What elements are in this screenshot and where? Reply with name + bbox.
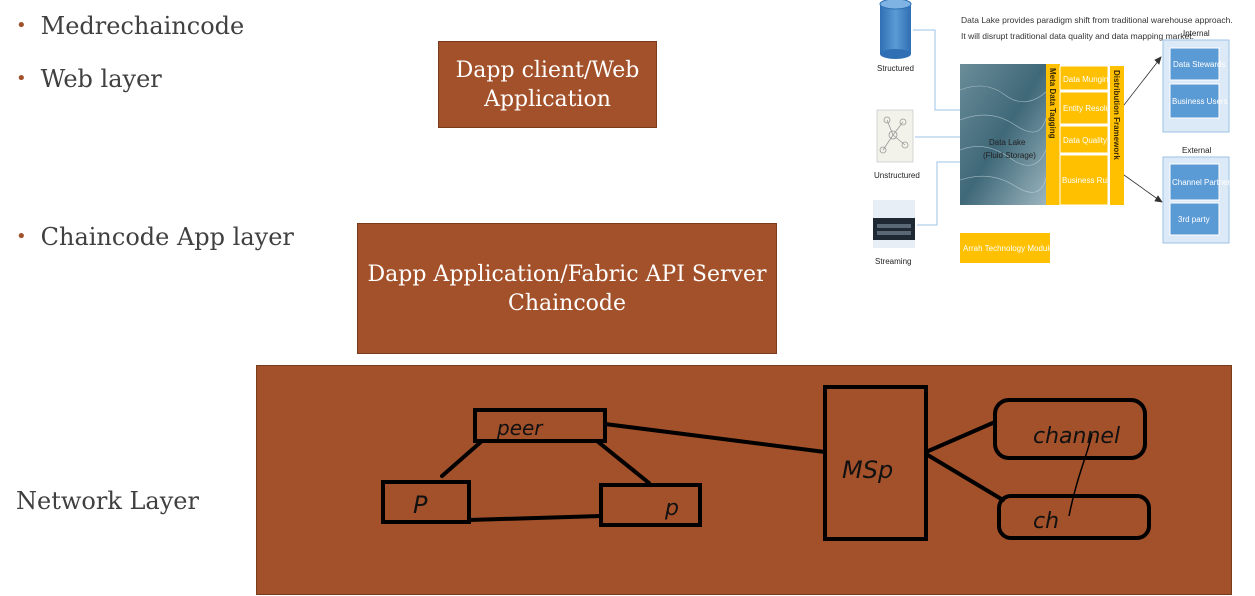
- bullet-dot: •: [16, 68, 27, 89]
- network-layer-label: Network Layer: [16, 487, 199, 515]
- edge-peer-pright: [595, 439, 651, 485]
- external-item-3rd-party: [1169, 202, 1220, 236]
- streaming-server-icon: [873, 200, 915, 248]
- p-left-label: P: [413, 491, 428, 519]
- datalake-header-line2: It will disrupt traditional data quality…: [961, 31, 1194, 41]
- distribution-framework-bar: [1110, 66, 1124, 205]
- module-label: Entity Resolution: [1063, 104, 1123, 113]
- data-lake-image: [960, 64, 1046, 205]
- external-item-label: Channel Partner: [1172, 178, 1231, 187]
- bullet-chaincode-layer: • Chaincode App layer: [16, 223, 294, 254]
- internal-item-label: Business Users: [1172, 97, 1228, 106]
- source-structured-label: Structured: [877, 64, 914, 73]
- bullet-text: Web layer: [40, 65, 162, 93]
- internal-item-data-stewards: [1169, 47, 1220, 81]
- module-label: Data Quality: [1063, 136, 1107, 145]
- chaincode-box-line1: Dapp Application/Fabric API Server: [367, 261, 767, 287]
- edge-pleft-pright: [467, 514, 603, 522]
- database-icon: [879, 0, 912, 59]
- channel-label: channel: [1033, 424, 1120, 449]
- module-data-quality: [1059, 125, 1109, 154]
- chaincode-box-line2: Chaincode: [508, 290, 626, 316]
- msp-node: [823, 385, 928, 541]
- arrah-modules-label: Arrah Technology Modules: [963, 244, 1058, 253]
- module-label: Business Rule Mapping & Validation: [1062, 176, 1190, 185]
- channel-node: [993, 398, 1147, 460]
- external-item-channel-partner: [1169, 163, 1220, 201]
- network-layer-panel: peer P p MSp channel ch: [256, 365, 1232, 595]
- source-unstructured-label: Unstructured: [874, 171, 920, 180]
- internal-item-business-users: [1169, 83, 1220, 119]
- external-title: External: [1182, 146, 1212, 155]
- meta-data-tagging-label: Meta Data Tagging: [1048, 68, 1057, 139]
- ch-label: ch: [1033, 509, 1059, 534]
- edge-peer-pleft: [440, 439, 484, 478]
- web-box-line1: Dapp client/Web: [455, 57, 640, 83]
- data-lake-sublabel: (Fluid Storage): [983, 151, 1036, 160]
- p-left-node: [381, 480, 471, 524]
- meta-data-tagging-bar: [1046, 64, 1060, 205]
- web-box-line2: Application: [484, 86, 611, 112]
- edge-msp-ch: [924, 452, 1005, 502]
- data-lake-label: Data Lake: [989, 138, 1026, 147]
- channel-ch-link: [1068, 433, 1093, 517]
- edge-msp-channel: [924, 420, 997, 454]
- module-entity-resolution: [1059, 91, 1109, 125]
- unstructured-data-icon: [876, 109, 914, 163]
- source-streaming-label: Streaming: [875, 257, 911, 266]
- chaincode-server-box: Dapp Application/Fabric API Server Chain…: [357, 223, 777, 354]
- bullet-text: Chaincode App layer: [40, 223, 294, 251]
- edge-peer-msp: [603, 422, 827, 454]
- bullet-dot: •: [16, 15, 27, 36]
- internal-item-label: Data Stewards: [1173, 60, 1225, 69]
- bullet-dot: •: [16, 226, 27, 247]
- module-business-rule: [1059, 154, 1109, 206]
- bullet-text: Medrechaincode: [40, 12, 245, 40]
- distribution-framework-label: Distribution Framework: [1112, 70, 1121, 160]
- network-sketch: peer P p MSp channel ch: [381, 385, 1151, 541]
- data-lake-diagram: Data Lake provides paradigm shift from t…: [873, 0, 1233, 266]
- datalake-header-line1: Data Lake provides paradigm shift from t…: [961, 15, 1233, 25]
- web-application-box: Dapp client/Web Application: [438, 41, 657, 128]
- p-right-node: [599, 483, 702, 527]
- data-lake-figure: Data Lake provides paradigm shift from t…: [865, 0, 1237, 270]
- msp-label: MSp: [842, 456, 893, 484]
- bullet-medrechaincode: • Medrechaincode: [16, 12, 244, 43]
- arrah-modules-legend: [960, 233, 1050, 263]
- module-data-munging: [1059, 65, 1109, 91]
- bullet-web-layer: • Web layer: [16, 65, 162, 96]
- external-item-label: 3rd party: [1178, 215, 1210, 224]
- p-right-label: p: [664, 496, 679, 521]
- internal-title: Internal: [1183, 29, 1210, 38]
- module-label: Data Munging: [1063, 75, 1113, 84]
- peer-label: peer: [496, 416, 544, 440]
- ch-node: [997, 494, 1151, 540]
